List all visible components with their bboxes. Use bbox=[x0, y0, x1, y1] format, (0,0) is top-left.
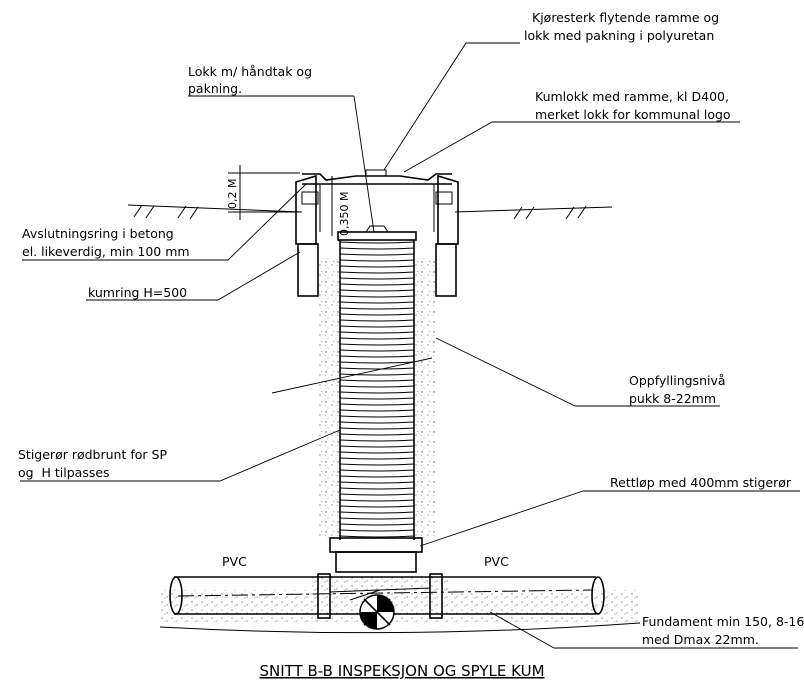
riser-rib bbox=[339, 475, 415, 478]
dim-0350m-text: 0,350 M bbox=[338, 192, 351, 236]
riser-rib bbox=[339, 295, 415, 298]
cover-floating-line2: lokk med pakning i polyuretan bbox=[524, 28, 714, 43]
label-backfill-level: Oppfyllingsnivå pukk 8-22mm bbox=[629, 373, 726, 406]
ground-surface bbox=[127, 204, 613, 220]
foundation-bed bbox=[159, 575, 641, 634]
riser-rib bbox=[339, 307, 415, 310]
cover-floating-line1: Kjøresterk flytende ramme og bbox=[532, 10, 719, 25]
manhole-cover-line1: Kumlokk med ramme, kl D400, bbox=[535, 89, 729, 104]
riser-rib bbox=[339, 241, 415, 244]
riser-rib bbox=[339, 451, 415, 454]
riser-rib bbox=[339, 397, 415, 400]
gravel-backfill bbox=[318, 258, 435, 538]
riser-rib bbox=[339, 379, 415, 382]
inner-lid bbox=[337, 225, 417, 241]
riser-rib bbox=[339, 391, 415, 394]
riser-rib bbox=[339, 409, 415, 412]
riser-rib bbox=[339, 355, 415, 358]
lid-handle-line1: Lokk m/ håndtak og bbox=[188, 64, 312, 79]
riser-rib bbox=[339, 529, 415, 532]
label-riser-pipe: Stigerør rødbrunt for SP og H tilpasses bbox=[18, 447, 167, 480]
label-foundation: Fundament min 150, 8-16 med Dmax 22mm. bbox=[642, 614, 804, 647]
riser-rib bbox=[339, 283, 415, 286]
riser-rib bbox=[339, 385, 415, 388]
riser-rib bbox=[339, 481, 415, 484]
label-lid-handle: Lokk m/ håndtak og pakning. bbox=[188, 64, 312, 96]
leader-lines bbox=[20, 42, 800, 649]
riser-rib bbox=[339, 313, 415, 316]
manhole-ring bbox=[297, 243, 457, 297]
riser-rib bbox=[339, 289, 415, 292]
riser-rib bbox=[339, 361, 415, 364]
riser-rib bbox=[339, 535, 415, 538]
riser-rib bbox=[339, 247, 415, 250]
riser-rib bbox=[339, 499, 415, 502]
riser-rib bbox=[339, 403, 415, 406]
backfill-line2: pukk 8-22mm bbox=[629, 391, 716, 406]
riser-rib bbox=[339, 427, 415, 430]
foundation-line2: med Dmax 22mm. bbox=[642, 632, 759, 647]
riser-rib bbox=[339, 439, 415, 442]
label-pvc-left: PVC bbox=[222, 554, 247, 569]
riser-rib bbox=[339, 445, 415, 448]
riser-rib bbox=[339, 277, 415, 280]
riser-rib bbox=[339, 259, 415, 262]
riser-line2: og H tilpasses bbox=[18, 465, 110, 480]
finishing-ring-line2: el. likeverdig, min 100 mm bbox=[22, 244, 190, 259]
riser-rib bbox=[339, 433, 415, 436]
riser-rib bbox=[339, 523, 415, 526]
riser-rib bbox=[339, 511, 415, 514]
dimension-0350m: 0,350 M bbox=[331, 176, 351, 236]
label-pvc-right: PVC bbox=[484, 554, 509, 569]
riser-rib bbox=[339, 325, 415, 328]
riser-rib bbox=[339, 373, 415, 376]
riser-line1: Stigerør rødbrunt for SP bbox=[18, 447, 167, 462]
riser-rib bbox=[339, 415, 415, 418]
riser-rib bbox=[339, 337, 415, 340]
riser-rib bbox=[339, 493, 415, 496]
riser-rib bbox=[339, 505, 415, 508]
label-channel: Rettløp med 400mm stigerør bbox=[610, 475, 792, 490]
label-manhole-ring: kumring H=500 bbox=[88, 285, 187, 300]
riser-rib bbox=[339, 271, 415, 274]
riser-rib bbox=[339, 469, 415, 472]
riser-rib bbox=[339, 517, 415, 520]
riser-rib bbox=[339, 367, 415, 370]
riser-rib bbox=[339, 457, 415, 460]
riser-rib bbox=[339, 331, 415, 334]
riser-rib bbox=[339, 349, 415, 352]
dim-02m-text: 0,2 M bbox=[226, 179, 239, 209]
riser-rib bbox=[339, 421, 415, 424]
dimension-02m: 0,2 M bbox=[226, 165, 300, 220]
riser-rib bbox=[339, 301, 415, 304]
label-manhole-cover: Kumlokk med ramme, kl D400, merket lokk … bbox=[535, 89, 731, 122]
channel-coupling bbox=[329, 537, 423, 573]
riser-rib bbox=[339, 253, 415, 256]
foundation-line1: Fundament min 150, 8-16 bbox=[642, 614, 804, 629]
drawing-title: SNITT B-B INSPEKSJON OG SPYLE KUM bbox=[259, 662, 544, 680]
riser-rib bbox=[339, 265, 415, 268]
manhole-cover bbox=[301, 169, 453, 232]
riser-rib bbox=[339, 343, 415, 346]
flow-symbol bbox=[359, 594, 395, 630]
lid-handle-line2: pakning. bbox=[188, 81, 242, 96]
backfill-line1: Oppfyllingsnivå bbox=[629, 373, 726, 388]
label-cover-floating: Kjøresterk flytende ramme og lokk med pa… bbox=[524, 10, 719, 43]
riser-rib bbox=[339, 463, 415, 466]
finishing-ring-line1: Avslutningsring i betong bbox=[22, 226, 174, 241]
riser-pipe bbox=[339, 240, 415, 540]
riser-rib bbox=[339, 319, 415, 322]
label-finishing-ring: Avslutningsring i betong el. likeverdig,… bbox=[22, 226, 190, 259]
manhole-cover-line2: merket lokk for kommunal logo bbox=[535, 107, 731, 122]
riser-rib bbox=[339, 487, 415, 490]
